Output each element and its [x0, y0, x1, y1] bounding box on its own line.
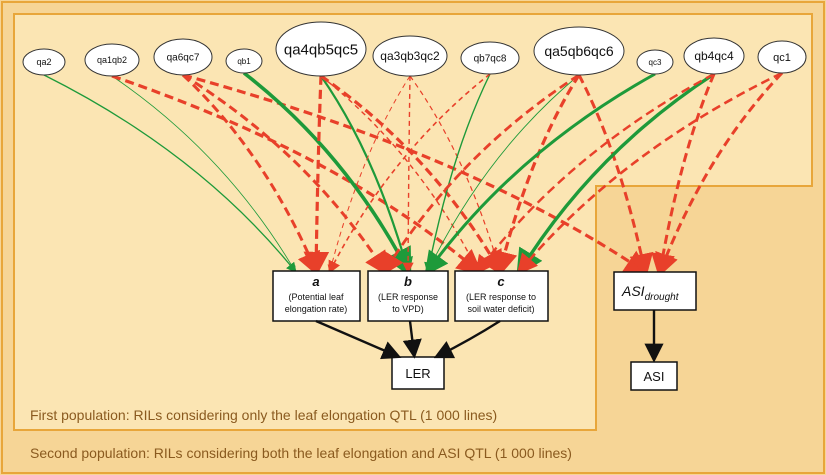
qtl-node-qa1qb2-label: qa1qb2 — [97, 55, 127, 65]
edge-qa5qb6qc6-to-asi — [577, 74, 654, 278]
param-box-b-line2: to VPD) — [392, 304, 424, 314]
qtl-node-qa2: qa2 — [22, 48, 66, 76]
qtl-node-qa6qc7-label: qa6qc7 — [167, 53, 200, 64]
second-population-caption: Second population: RILs considering both… — [30, 445, 572, 461]
param-box-asi-drought-frame — [613, 271, 697, 311]
qtl-node-qc3-ellipse — [636, 49, 674, 75]
edge-qa3qb3qc2-to-b — [402, 75, 414, 274]
first-population-region — [13, 13, 813, 431]
qtl-node-qa1qb2-ellipse — [84, 43, 140, 77]
qtl-node-qa3qb3qc2-label: qa3qb3qc2 — [380, 49, 440, 63]
edge-qa6qc7-to-a — [181, 73, 320, 277]
qtl-node-qa1qb2: qa1qb2 — [84, 43, 140, 77]
edge-qa4qb5qc5-to-c — [320, 75, 480, 274]
arrow-c-to-ler — [433, 319, 501, 359]
qtl-node-qb7qc8-ellipse — [460, 41, 520, 75]
qtl-node-qc3: qc3 — [636, 49, 674, 75]
edge-qa6qc7-to-asi — [182, 73, 651, 276]
param-box-b-frame — [367, 270, 449, 322]
edge-qb4qc4-to-c — [516, 72, 715, 277]
param-box-b: b (LER response to VPD) — [367, 270, 449, 322]
qtl-node-qa2-ellipse — [22, 48, 66, 76]
edge-qa1qb2-to-a — [111, 75, 296, 273]
edge-qc3-to-b — [424, 72, 656, 276]
param-box-a-frame — [272, 270, 361, 322]
qtl-node-qa3qb3qc2-ellipse — [372, 35, 448, 77]
edge-qb7qc8-to-b — [424, 73, 491, 274]
edge-qa6qc7-to-b — [182, 73, 389, 277]
param-box-a: a (Potential leaf elongation rate) — [272, 270, 361, 322]
edge-qb1-to-b — [242, 71, 412, 278]
qtl-node-qb1-ellipse — [225, 48, 263, 74]
param-box-a-title: a — [312, 274, 319, 289]
edge-qa4qb5qc5-to-b — [320, 75, 413, 276]
qtl-node-qc1-label: qc1 — [773, 52, 791, 64]
param-box-asi-drought: ASIdrought — [613, 271, 697, 311]
qtl-node-qb7qc8: qb7qc8 — [460, 41, 520, 75]
output-box-ler-frame — [391, 356, 445, 390]
arrow-b-to-ler — [402, 320, 422, 359]
edge-qc1-to-asi — [655, 71, 784, 278]
qtl-node-qc3-label: qc3 — [649, 58, 662, 67]
arrow-a-to-ler — [315, 319, 402, 360]
qtl-node-qa5qb6qc6: qa5qb6qc6 — [533, 26, 625, 76]
nodes-layer: qa2 qa1qb2 qa6qc7 qb1 qa4qb5qc5 qa3qb3qc2 qb7q… — [22, 21, 807, 77]
param-box-c-frame — [454, 270, 549, 322]
qtl-node-qb1: qb1 — [225, 48, 263, 74]
edges-layer — [43, 71, 784, 278]
param-box-b-title: b — [404, 274, 412, 289]
qtl-node-qa3qb3qc2: qa3qb3qc2 — [372, 35, 448, 77]
param-box-c: c (LER response to soil water deficit) — [454, 270, 549, 322]
edge-qa4qb5qc5-to-a — [303, 75, 330, 278]
param-box-asi-drought-label: ASIdrought — [621, 283, 680, 303]
qtl-node-qc1-ellipse — [757, 40, 807, 74]
qtl-node-qa4qb5qc5-ellipse — [275, 21, 367, 77]
edge-qa1qb2-to-c — [111, 74, 483, 276]
edge-qa5qb6qc6-to-b — [382, 73, 580, 276]
first-population-caption: First population: RILs considering only … — [30, 407, 497, 423]
output-box-asi-label: ASI — [644, 369, 665, 384]
edge-qa5qb6qc6-to-c — [492, 74, 581, 278]
qtl-node-qb4qc4: qb4qc4 — [683, 37, 745, 75]
qtl-node-qa5qb6qc6-label: qa5qb6qc6 — [544, 43, 614, 59]
param-box-c-line2: soil water deficit) — [467, 304, 534, 314]
qtl-node-qa6qc7-ellipse — [153, 38, 213, 76]
edge-qa4qb5qc5-to-c — [320, 74, 504, 277]
qtl-node-qb7qc8-label: qb7qc8 — [474, 54, 507, 65]
param-box-c-line1: (LER response to — [466, 292, 536, 302]
qtl-node-qb1-label: qb1 — [237, 57, 251, 66]
edge-qb7qc8-to-a — [328, 73, 491, 274]
output-box-ler: LER — [391, 356, 445, 390]
edge-qa3qb3qc2-to-a — [327, 75, 411, 273]
param-box-a-line2: elongation rate) — [285, 304, 348, 314]
param-box-a-line1: (Potential leaf — [288, 292, 344, 302]
qtl-node-qc1: qc1 — [757, 40, 807, 74]
asi-drought-main: ASI — [621, 283, 645, 299]
qtl-node-qa2-label: qa2 — [36, 57, 51, 67]
qtl-node-qa4qb5qc5: qa4qb5qc5 — [275, 21, 367, 77]
qtl-node-qa4qb5qc5-label: qa4qb5qc5 — [284, 41, 358, 58]
qtl-node-qa6qc7: qa6qc7 — [153, 38, 213, 76]
edge-qc1-to-c — [516, 71, 783, 275]
output-box-ler-label: LER — [405, 366, 430, 381]
edge-qa5qb6qc6-to-b — [427, 74, 580, 273]
param-box-c-title: c — [497, 274, 505, 289]
qtl-node-qb4qc4-label: qb4qc4 — [694, 49, 734, 63]
edge-qa2-to-a — [43, 74, 297, 274]
qtl-node-qb4qc4-ellipse — [683, 37, 745, 75]
edge-qb4qc4-to-c — [475, 72, 715, 275]
param-box-b-line1: (LER response — [378, 292, 438, 302]
asi-drought-sub: drought — [645, 292, 680, 303]
edge-qa3qb3qc2-to-c — [409, 75, 503, 274]
output-box-asi-frame — [630, 361, 678, 391]
edge-qb4qc4-to-asi — [651, 73, 716, 278]
qtl-node-qa5qb6qc6-ellipse — [533, 26, 625, 76]
output-box-asi: ASI — [630, 361, 678, 391]
